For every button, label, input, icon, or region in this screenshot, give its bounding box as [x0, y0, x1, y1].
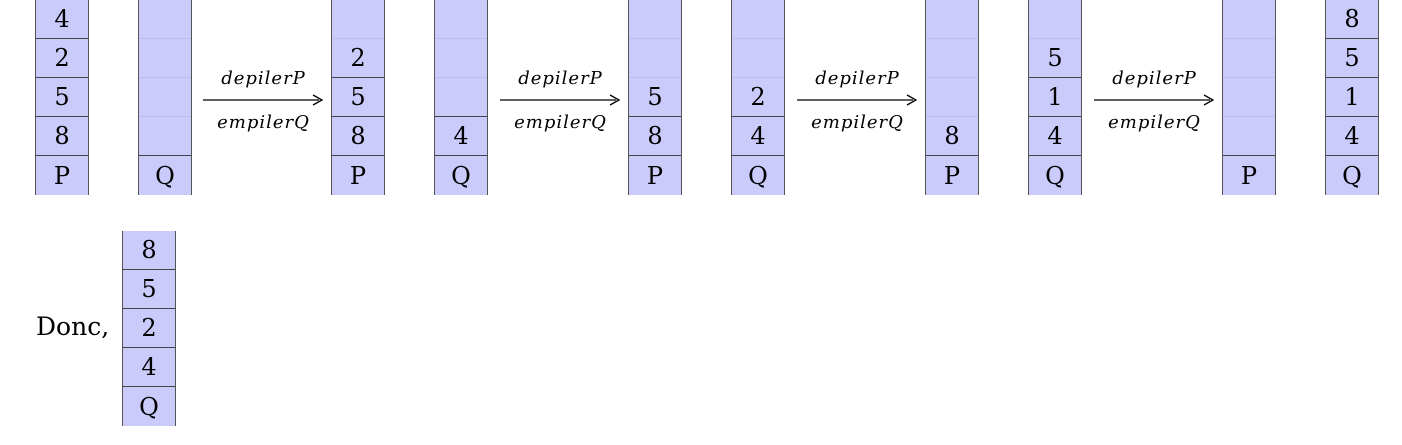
transfer-arrow-4: depilerP empilerQ [1092, 60, 1217, 140]
stack-cell [139, 117, 191, 156]
stack-base-label: P [629, 156, 681, 195]
stack-p-step2: 2 5 8 P [331, 0, 385, 195]
stack-base-label: Q [123, 387, 175, 426]
stack-base-label: P [36, 156, 88, 195]
stack-cell: 4 [1029, 117, 1081, 156]
arrow-label-bottom: empilerQ [514, 112, 607, 133]
stack-p-step3: 5 8 P [628, 0, 682, 195]
stack-cell: 8 [332, 117, 384, 156]
stack-cell [732, 39, 784, 78]
stack-cell: 5 [629, 78, 681, 117]
stack-cell [435, 39, 487, 78]
transfer-arrow-2: depilerP empilerQ [498, 60, 623, 140]
stack-cell: 8 [629, 117, 681, 156]
arrow-label-bottom: empilerQ [1108, 112, 1201, 133]
stack-q-step3: 2 4 Q [731, 0, 785, 195]
stack-cell: 5 [1326, 39, 1378, 78]
stack-cell [732, 0, 784, 39]
right-arrow-icon [500, 94, 621, 106]
stack-cell: 2 [732, 78, 784, 117]
stack-base-label: P [332, 156, 384, 195]
stack-cell: 8 [1326, 0, 1378, 39]
arrow-label-bottom: empilerQ [811, 112, 904, 133]
stack-cell [1223, 0, 1275, 39]
stack-cell: 8 [123, 231, 175, 270]
stack-cell [1223, 39, 1275, 78]
stack-cell: 8 [36, 117, 88, 156]
stack-cell: 4 [36, 0, 88, 39]
stack-p-step4: 8 P [925, 0, 979, 195]
stack-cell: 5 [332, 78, 384, 117]
stack-cell: 4 [123, 348, 175, 387]
right-arrow-icon [1094, 94, 1215, 106]
stack-cell [926, 0, 978, 39]
stack-base-label: Q [139, 156, 191, 195]
stack-cell [139, 39, 191, 78]
stack-cell [1223, 117, 1275, 156]
transfer-arrow-3: depilerP empilerQ [795, 60, 920, 140]
stack-cell: 2 [332, 39, 384, 78]
transfer-arrow-1: depilerP empilerQ [201, 60, 326, 140]
arrow-label-top: depilerP [518, 68, 603, 89]
arrow-label-top: depilerP [815, 68, 900, 89]
stack-cell [332, 0, 384, 39]
stack-cell: 5 [1029, 39, 1081, 78]
stack-p-step1: 4 2 5 8 P [35, 0, 89, 195]
stack-cell: 4 [732, 117, 784, 156]
stack-q-step1: Q [138, 0, 192, 195]
conclusion-label: Donc, [36, 312, 110, 341]
stack-base-label: P [926, 156, 978, 195]
right-arrow-icon [797, 94, 918, 106]
stack-cell [139, 78, 191, 117]
arrow-label-bottom: empilerQ [217, 112, 310, 133]
stack-cell: 1 [1326, 78, 1378, 117]
stack-cell: 4 [435, 117, 487, 156]
stack-cell: 8 [926, 117, 978, 156]
stack-cell: 2 [36, 39, 88, 78]
stack-cell: 4 [1326, 117, 1378, 156]
stack-cell [926, 39, 978, 78]
stack-base-label: Q [1029, 156, 1081, 195]
stack-cell [1029, 0, 1081, 39]
stack-cell [139, 0, 191, 39]
stack-cell [435, 0, 487, 39]
stack-cell [629, 0, 681, 39]
arrow-label-top: depilerP [1112, 68, 1197, 89]
stack-base-label: P [1223, 156, 1275, 195]
stack-q-step5: 8 5 1 4 Q [1325, 0, 1379, 195]
stack-q-final: 8 5 2 4 Q [122, 231, 176, 426]
stack-cell [629, 39, 681, 78]
stack-p-step5: P [1222, 0, 1276, 195]
stack-base-label: Q [435, 156, 487, 195]
stack-q-step4: 5 1 4 Q [1028, 0, 1082, 195]
stack-base-label: Q [1326, 156, 1378, 195]
right-arrow-icon [203, 94, 324, 106]
stack-cell [435, 78, 487, 117]
stack-cell: 2 [123, 309, 175, 348]
stack-cell: 1 [1029, 78, 1081, 117]
stack-base-label: Q [732, 156, 784, 195]
arrow-label-top: depilerP [221, 68, 306, 89]
stack-cell [926, 78, 978, 117]
stack-cell: 5 [36, 78, 88, 117]
stack-q-step2: 4 Q [434, 0, 488, 195]
stack-cell [1223, 78, 1275, 117]
stack-cell: 5 [123, 270, 175, 309]
